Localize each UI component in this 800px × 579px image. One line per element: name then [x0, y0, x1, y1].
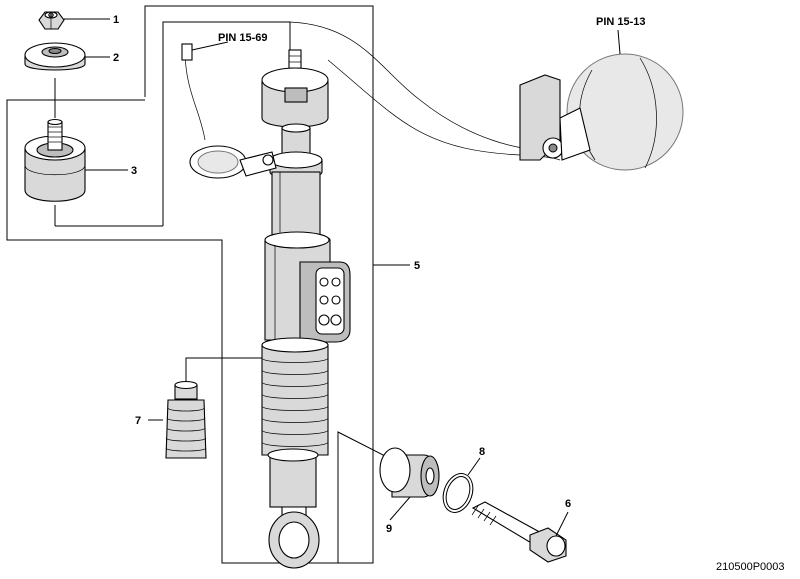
part-5-shock-absorber: [181, 43, 351, 569]
part-7-dust-boot: [165, 380, 207, 459]
frame-lines: [6, 5, 561, 564]
pin-15-13-label: PIN 15-13: [596, 16, 646, 28]
callout-2: 2: [113, 52, 119, 64]
part-3-strut-mount: [24, 118, 86, 202]
part-8-circlip: [442, 473, 474, 513]
pin-15-69-label: PIN 15-69: [218, 32, 268, 44]
leader-lines: [64, 18, 621, 537]
part-accumulator-sphere: [519, 53, 684, 171]
diagram-code: 210500P0003: [716, 561, 785, 573]
part-6-bolt: [471, 501, 567, 563]
part-9-bushing: [379, 447, 440, 498]
callout-3: 3: [131, 165, 137, 177]
callout-5: 5: [414, 260, 420, 272]
bolt-thread: [471, 505, 497, 526]
part-1-nut: [38, 11, 65, 30]
callout-6: 6: [565, 498, 571, 510]
part-2-washer: [24, 42, 86, 71]
bellows-ribs: [261, 357, 329, 447]
callout-8: 8: [479, 446, 485, 458]
callout-1: 1: [113, 14, 119, 26]
callout-7: 7: [135, 415, 141, 427]
callout-9: 9: [386, 523, 392, 535]
